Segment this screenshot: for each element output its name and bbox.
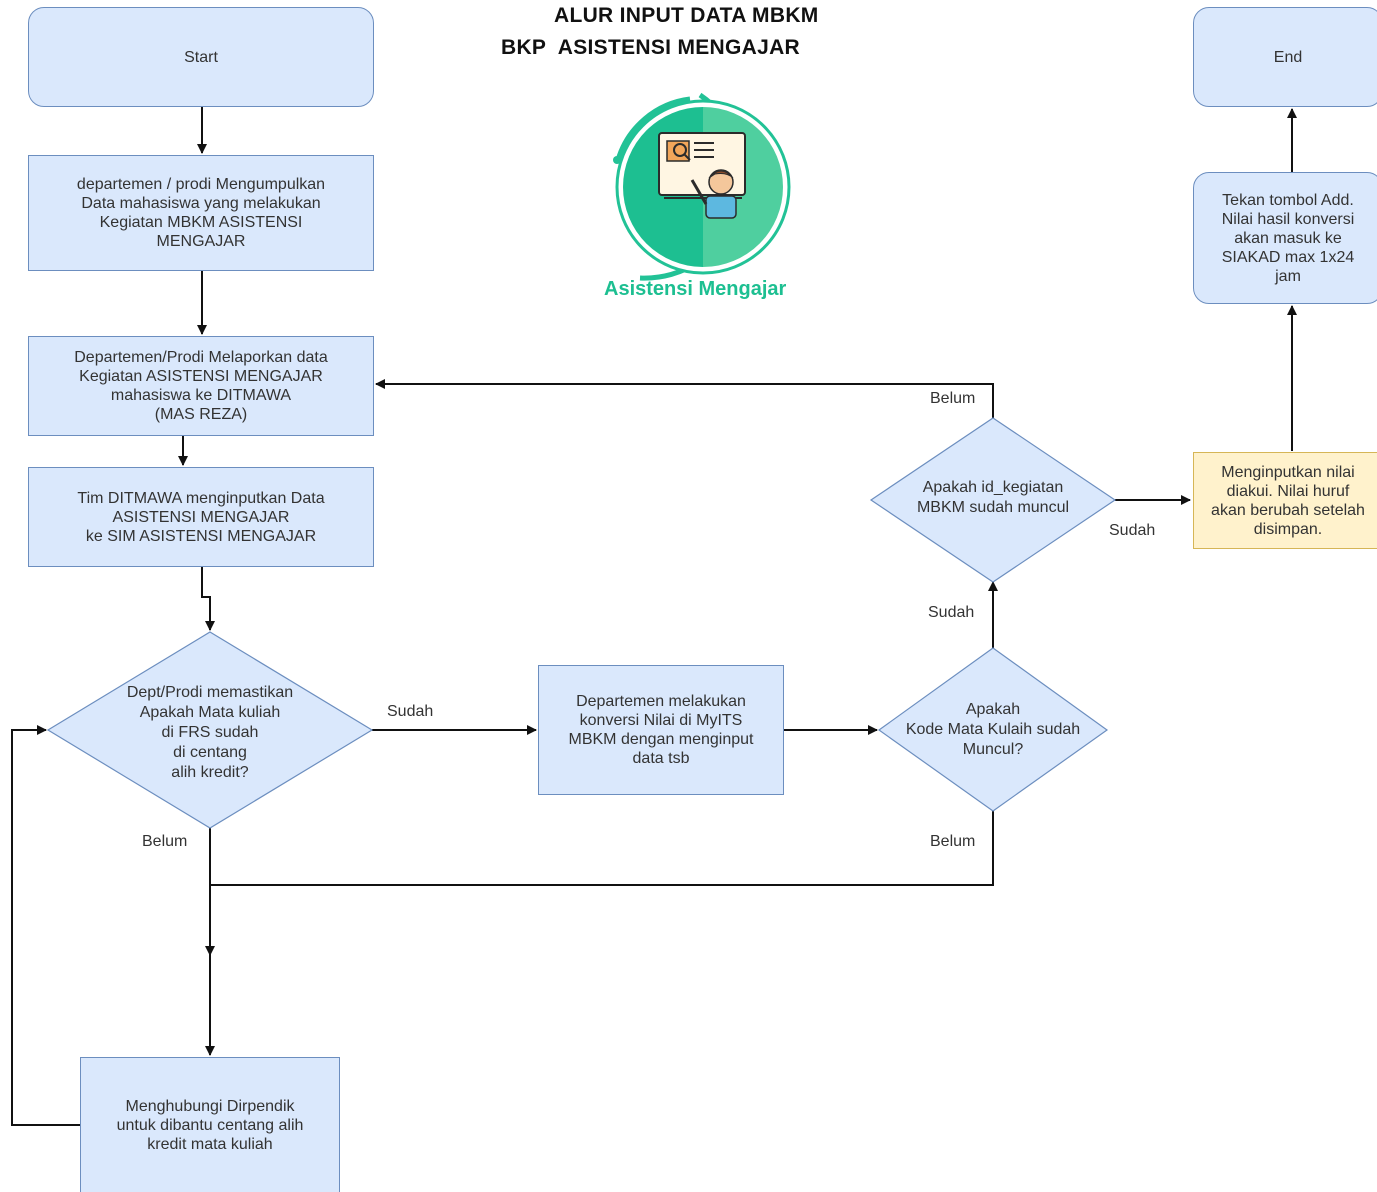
convert-node[interactable]: Departemen melakukan konversi Nilai di M…: [538, 665, 784, 795]
title-rest: ASISTENSI MENGAJAR: [557, 36, 801, 59]
check-frs-label[interactable]: Dept/Prodi memastikan Apakah Mata kuliah…: [126, 683, 294, 781]
id-belum-label: Belum: [928, 390, 978, 408]
title-prefix: BKP: [501, 36, 547, 59]
collect-data-node[interactable]: departemen / prodi Mengumpulkan Data mah…: [28, 155, 374, 271]
contact-dirpendik-node[interactable]: Menghubungi Dirpendik untuk dibantu cent…: [80, 1057, 340, 1192]
add-button-node[interactable]: Tekan tombol Add. Nilai hasil konversi a…: [1193, 172, 1377, 304]
edge-input-check: [201, 567, 215, 631]
frs-sudah-label: Sudah: [385, 703, 436, 721]
diamond-check-frs: [46, 631, 374, 829]
input-sim-node[interactable]: Tim DITMAWA menginputkan Data ASISTENSI …: [28, 467, 374, 567]
frs-belum-label: Belum: [140, 833, 190, 851]
kode-belum-label: Belum: [928, 833, 978, 851]
title-line-2: BKP ASISTENSI MENGAJAR: [501, 36, 800, 60]
asistensi-mengajar-logo: [613, 92, 791, 281]
input-nilai-node[interactable]: Menginputkan nilai diakui. Nilai huruf a…: [1193, 452, 1377, 549]
start-node[interactable]: Start: [28, 7, 374, 107]
end-node[interactable]: End: [1193, 7, 1377, 107]
edge-id-report: [375, 379, 994, 418]
check-kode-label[interactable]: Apakah Kode Mata Kulaih sudah Muncul?: [905, 701, 1081, 758]
report-ditmawa-node[interactable]: Departemen/Prodi Melaporkan data Kegiata…: [28, 336, 374, 436]
edge-contact-loop: [11, 725, 80, 1126]
edge-kode-belum: [210, 811, 994, 886]
diamond-check-id: [869, 417, 1117, 583]
kode-sudah-label: Sudah: [926, 604, 977, 622]
id-sudah-label: Sudah: [1107, 522, 1158, 540]
check-id-label[interactable]: Apakah id_kegiatan MBKM sudah muncul: [916, 479, 1070, 516]
title-line-1: ALUR INPUT DATA MBKM: [554, 4, 819, 27]
diamond-check-kode: [877, 647, 1109, 812]
logo-caption: Asistensi Mengajar: [604, 278, 787, 300]
